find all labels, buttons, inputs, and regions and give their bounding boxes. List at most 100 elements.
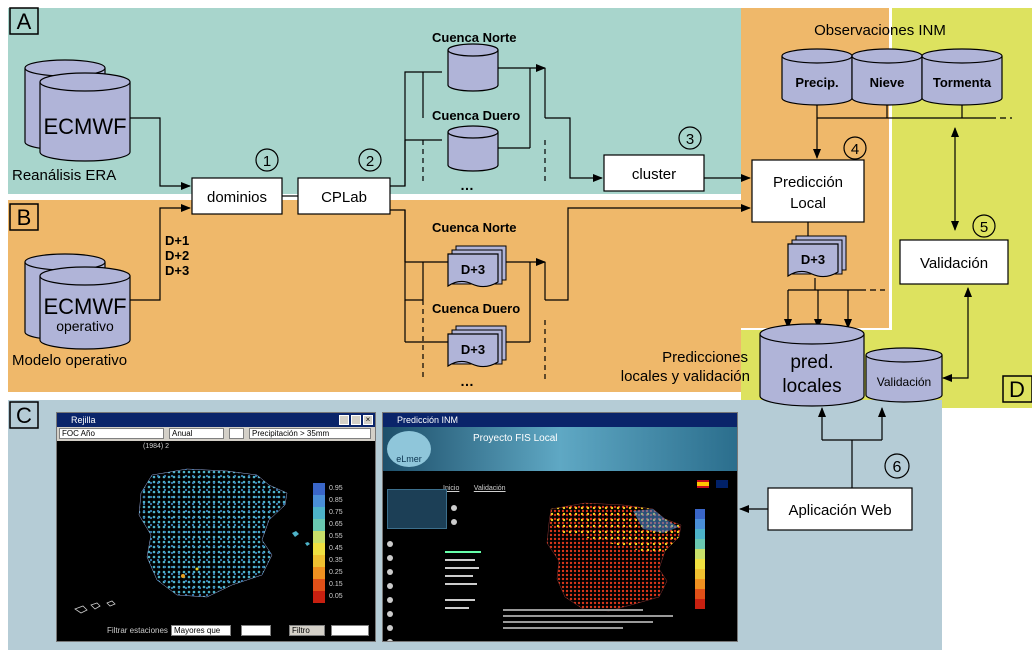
svg-text:D+3: D+3 (801, 252, 825, 267)
map-viewer-titlebar: Rejilla × (57, 413, 375, 427)
svg-text:Validación: Validación (920, 255, 988, 272)
svg-text:4: 4 (851, 141, 859, 158)
menu-radio[interactable] (387, 625, 393, 631)
svg-text:cluster: cluster (632, 166, 676, 183)
section-b-label: B (9, 203, 39, 231)
svg-text:Nieve: Nieve (870, 75, 905, 90)
minimize-button[interactable] (339, 415, 349, 425)
calendar-widget[interactable] (387, 489, 447, 529)
svg-text:1: 1 (263, 153, 271, 170)
svg-text:Precip.: Precip. (795, 75, 838, 90)
map-subtitle: (1984) 2 (143, 443, 170, 450)
web-app-logo: eLmer (387, 431, 431, 467)
legend-values: 0.95 0.85 0.75 0.65 0.55 0.45 0.35 0.25 … (329, 485, 343, 600)
forecast-day-3: D+3 (165, 263, 189, 278)
menu-radio[interactable] (387, 639, 393, 641)
basin-ellipsis-b: … (460, 373, 474, 389)
spain-flag-icon[interactable] (697, 480, 709, 488)
spain-map-left (74, 468, 310, 614)
svg-text:D+3: D+3 (461, 342, 485, 357)
output-document-icon: D+3 (787, 235, 847, 278)
radio-option[interactable] (451, 505, 457, 511)
svg-text:D: D (1009, 377, 1025, 402)
menu-radio[interactable] (387, 541, 393, 547)
uk-flag-icon[interactable] (716, 480, 729, 488)
day-select[interactable] (229, 428, 244, 439)
obs-nieve-database-icon: Nieve (851, 48, 923, 106)
web-app-window: Predicción INM eLmer Proyecto FIS Local … (382, 412, 738, 642)
svg-text:3: 3 (686, 131, 694, 148)
menu-radio[interactable] (387, 583, 393, 589)
basin-norte-b-document-icon: D+3 (447, 245, 507, 288)
menu-radio[interactable] (387, 611, 393, 617)
svg-text:A: A (17, 9, 32, 34)
map-viewer-window: Rejilla × FOC Año Anual Precipitación > … (56, 412, 376, 642)
menu-radio[interactable] (387, 597, 393, 603)
dominios-box: dominios (191, 177, 283, 215)
spain-map-right (546, 502, 682, 612)
map-viewer-statusbar: Filtrar estaciones Mayores que Filtro (57, 623, 375, 641)
maximize-button[interactable] (351, 415, 361, 425)
ecmwf-reanalysis-label: ECMWF (43, 114, 126, 139)
variable-menu (387, 541, 421, 641)
basin-norte-a-label: Cuenca Norte (432, 30, 517, 45)
section-d-label: D (1002, 375, 1032, 403)
svg-text:Tormenta: Tormenta (933, 75, 992, 90)
svg-text:CPLab: CPLab (321, 189, 367, 206)
basin-ellipsis-a: … (460, 177, 474, 193)
web-app-banner: eLmer Proyecto FIS Local (383, 427, 737, 471)
area-select[interactable]: FOC Año (59, 428, 164, 439)
svg-text:5: 5 (980, 219, 988, 236)
ecmwf-operational-label: ECMWF (43, 294, 126, 319)
svg-text:6: 6 (893, 459, 902, 476)
step-2-marker: 2 (358, 148, 382, 172)
observations-title: Observaciones INM (814, 22, 946, 39)
basin-duero-b-label: Cuenca Duero (432, 301, 520, 316)
basin-norte-b-label: Cuenca Norte (432, 220, 517, 235)
cluster-box: cluster (603, 154, 705, 192)
link-list (445, 551, 485, 615)
operational-model-caption: Modelo operativo (12, 352, 127, 369)
language-flags (697, 475, 729, 493)
tab-inicio[interactable]: Inicio (443, 485, 460, 492)
radio-option[interactable] (451, 519, 457, 525)
filter-operator-select[interactable]: Mayores que (171, 625, 231, 636)
filter-button[interactable]: Filtro (289, 625, 325, 636)
filter-value-input[interactable] (241, 625, 271, 636)
basin-norte-a-database-icon (447, 43, 499, 92)
svg-text:locales: locales (782, 376, 841, 397)
close-button[interactable]: × (363, 415, 373, 425)
aplicacion-web-box: Aplicación Web (767, 487, 913, 531)
step-5-marker: 5 (972, 214, 996, 238)
forecast-day-2: D+2 (165, 248, 189, 263)
basin-duero-a-database-icon (447, 125, 499, 172)
ecmwf-operational-sub: operativo (56, 318, 114, 334)
filter-extra-input[interactable] (331, 625, 369, 636)
step-6-marker: 6 (884, 453, 910, 479)
tab-validacion[interactable]: Validación (473, 485, 506, 492)
period-select[interactable]: Anual (169, 428, 224, 439)
variable-select[interactable]: Precipitación > 35mm (249, 428, 371, 439)
color-legend (313, 483, 325, 603)
predictions-caption-line1: Predicciones (662, 349, 748, 366)
web-app-banner-text: Proyecto FIS Local (473, 433, 558, 444)
forecast-day-1: D+1 (165, 233, 189, 248)
radio-options-top (451, 505, 457, 525)
filter-label: Filtrar estaciones (107, 626, 168, 635)
svg-text:dominios: dominios (207, 189, 267, 206)
svg-text:C: C (16, 403, 32, 428)
basin-duero-b-document-icon: D+3 (447, 325, 507, 368)
predictions-caption-line2: locales y validación (621, 368, 750, 385)
right-legend (695, 509, 705, 609)
menu-radio[interactable] (387, 555, 393, 561)
menu-radio[interactable] (387, 569, 393, 575)
svg-text:Validación: Validación (877, 375, 931, 389)
web-app-tabs: Inicio Validación (443, 477, 506, 495)
validacion-box: Validación (899, 239, 1009, 285)
ecmwf-operational-database-icon: ECMWF operativo (24, 253, 131, 350)
pred-locales-database-icon: pred. locales (759, 323, 865, 407)
step-1-marker: 1 (255, 148, 279, 172)
svg-text:pred.: pred. (790, 352, 833, 373)
section-c-label: C (9, 401, 39, 429)
